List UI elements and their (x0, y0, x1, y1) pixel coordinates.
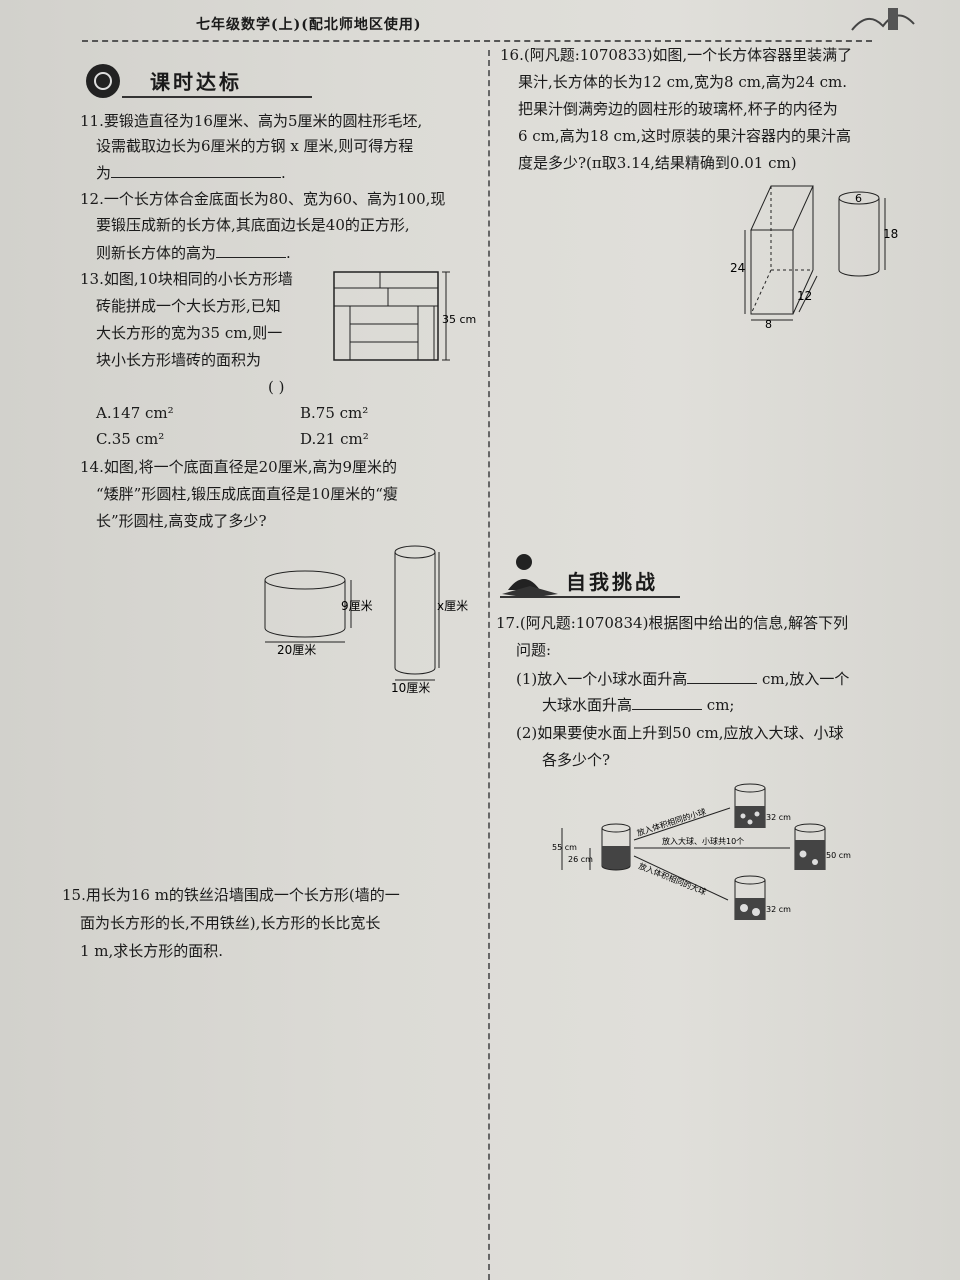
q16-container-figure: 24 8 12 6 18 (730, 185, 898, 330)
section-underline-right (500, 596, 680, 598)
q14-line1: 14.如图,将一个底面直径是20厘米,高为9厘米的 (80, 458, 398, 476)
q17-blank-big-ball[interactable] (632, 709, 703, 710)
q13-option-a[interactable]: A.147 cm² (96, 404, 174, 422)
q17-label-26: 26 cm (568, 855, 593, 864)
q16-d-label: 6 (855, 192, 862, 205)
q13-line2: 砖能拼成一个大长方形,已知 (96, 297, 281, 315)
q13-option-c[interactable]: C.35 cm² (96, 430, 165, 448)
column-divider (488, 50, 490, 1280)
q13-line1: 13.如图,10块相同的小长方形墙 (80, 270, 293, 288)
q17-part1-c: 大球水面升高 (542, 696, 633, 714)
q15-line2: 面为长方形的长,不用铁丝),长方形的长比宽长 (80, 914, 381, 932)
q17-line1: 17.(阿凡题:1070834)根据图中给出的信息,解答下列 (496, 614, 849, 632)
q16-ch-label: 18 (883, 227, 898, 241)
section-underline (122, 96, 312, 98)
q17-arrow-mid-label: 放入大球、小球共10个 (662, 836, 744, 846)
header-decoration-icon (851, 8, 915, 31)
q17-arrow-top-label: 放入体积相同的小球 (636, 806, 708, 838)
q17-mid-level-label: 50 cm (826, 851, 851, 860)
q12-line1: 12.一个长方体合金底面长为80、宽为60、高为100,现 (80, 190, 446, 208)
section-title-left: 课时达标 (150, 70, 242, 94)
q13-option-d[interactable]: D.21 cm² (300, 430, 369, 448)
q14-d2-label: 10厘米 (391, 681, 430, 695)
q17-balls-figure: 55 cm 26 cm 放入体积相同的小球 放入大球、小球共10个 放入体积相同… (552, 783, 851, 920)
q17-label-55: 55 cm (552, 843, 577, 852)
q11-line1: 11.要锻造直径为16厘米、高为5厘米的圆柱形毛坯, (80, 112, 423, 130)
section-title-right: 自我挑战 (566, 570, 658, 594)
page-header-title: 七年级数学(上)(配北师地区使用) (196, 17, 422, 33)
q17-part2-a: (2)如果要使水面上升到50 cm,应放入大球、小球 (516, 724, 844, 742)
q13-figure-label: 35 cm (442, 313, 476, 326)
q15-line1: 15.用长为16 m的铁丝沿墙围成一个长方形(墙的一 (62, 886, 400, 904)
q15-line3: 1 m,求长方形的面积. (80, 942, 224, 960)
q16-line5: 度是多少?(π取3.14,结果精确到0.01 cm) (518, 154, 797, 172)
q16-line1: 16.(阿凡题:1070833)如图,一个长方体容器里装满了 (500, 46, 853, 64)
q16-line3: 把果汁倒满旁边的圆柱形的玻璃杯,杯子的内径为 (518, 100, 838, 118)
q12-line2: 要锻压成新的长方体,其底面边长是40的正方形, (96, 216, 410, 234)
q17-arrow-bottom-label: 放入体积相同的大球 (637, 861, 708, 897)
q17-part1-d: cm; (706, 696, 735, 714)
q13-line4: 块小长方形墙砖的面积为 (96, 351, 262, 369)
q17-part2-b: 各多少个? (542, 751, 611, 769)
q17-bottom-level-label: 32 cm (766, 905, 791, 914)
q13-option-b[interactable]: B.75 cm² (300, 404, 369, 422)
q16-h-label: 24 (730, 261, 745, 275)
reading-figure-icon (502, 554, 558, 598)
q11-line2: 设需截取边长为6厘米的方钢 x 厘米,则可得方程 (96, 137, 414, 155)
q14-d1-label: 20厘米 (277, 643, 316, 657)
q14-line2: “矮胖”形圆柱,锻压成底面直径是10厘米的“瘦 (96, 485, 398, 503)
q16-w-label: 8 (765, 318, 772, 330)
q17-line2: 问题: (516, 641, 552, 659)
q11-line3: 为 (96, 164, 112, 182)
q17-top-level-label: 32 cm (766, 813, 791, 822)
q13-answer-paren: ( ) (268, 378, 285, 396)
q17-part1-a: (1)放入一个小球水面升高 (516, 670, 688, 688)
header-divider (82, 40, 872, 42)
q13-line3: 大长方形的宽为35 cm,则一 (96, 324, 283, 342)
q16-l-label: 12 (797, 289, 812, 303)
q14-h2-label: x厘米 (437, 599, 468, 613)
q13-brick-figure: 35 cm (333, 271, 476, 361)
q14-cylinder-figure: 9厘米 20厘米 x厘米 10厘米 (264, 545, 468, 695)
q16-line2: 果汁,长方体的长为12 cm,宽为8 cm,高为24 cm. (518, 73, 847, 91)
q14-line3: 长”形圆柱,高变成了多少? (96, 512, 267, 530)
q17-blank-small-ball[interactable] (687, 683, 758, 684)
q16-line4: 6 cm,高为18 cm,这时原装的果汁容器内的果汁高 (518, 127, 851, 145)
q11-answer-blank[interactable] (111, 177, 282, 178)
q17-part1-b: cm,放入一个 (762, 670, 850, 688)
q12-answer-blank[interactable] (216, 257, 287, 258)
q14-h1-label: 9厘米 (341, 599, 373, 613)
clock-icon (86, 64, 120, 98)
q12-line3: 则新长方体的高为 (96, 244, 217, 262)
